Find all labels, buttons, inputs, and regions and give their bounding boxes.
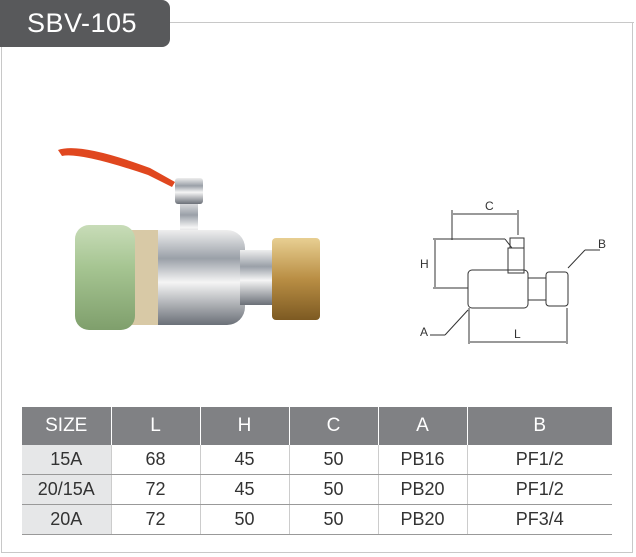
- cell-a: PB16: [377, 445, 467, 475]
- product-photo: [58, 148, 320, 330]
- cell-size: 15A: [22, 445, 111, 475]
- header-b: B: [466, 407, 612, 445]
- cell-a: PB20: [377, 504, 467, 535]
- cell-b: PF1/2: [466, 474, 612, 505]
- cell-b: PF3/4: [466, 504, 612, 535]
- cell-a: PB20: [377, 474, 467, 505]
- header-l: L: [110, 407, 200, 445]
- header-h: H: [199, 407, 289, 445]
- table-row: 20A 72 50 50 PB20 PF3/4: [22, 504, 612, 535]
- cell-l: 68: [110, 445, 200, 475]
- dimension-label-a: A: [420, 325, 428, 339]
- dimension-label-l: L: [514, 327, 521, 341]
- product-title: SBV-105: [0, 0, 170, 47]
- dimension-label-b: B: [598, 237, 606, 251]
- table-row: 20/15A 72 45 50 PB20 PF1/2: [22, 474, 612, 505]
- spec-table: SIZE L H C A B 15A 68 45 50 PB16 PF1/2 2…: [22, 407, 612, 535]
- header-a: A: [377, 407, 467, 445]
- cell-size: 20A: [22, 504, 111, 535]
- cell-h: 50: [199, 504, 289, 535]
- cell-h: 45: [199, 474, 289, 505]
- frame-divider: [170, 22, 634, 23]
- valve-handle: [58, 148, 175, 187]
- cell-h: 45: [199, 445, 289, 475]
- cell-l: 72: [110, 504, 200, 535]
- dimension-drawing: C H A B L: [420, 199, 606, 344]
- dimension-label-c: C: [485, 199, 494, 213]
- cell-l: 72: [110, 474, 200, 505]
- dimension-label-h: H: [420, 257, 429, 271]
- cell-size: 20/15A: [22, 474, 111, 505]
- header-size: SIZE: [22, 407, 111, 445]
- content-frame: [1, 22, 633, 553]
- table-row: 15A 68 45 50 PB16 PF1/2: [22, 445, 612, 475]
- table-header-row: SIZE L H C A B: [22, 407, 612, 445]
- cell-c: 50: [288, 474, 378, 505]
- header-c: C: [288, 407, 378, 445]
- cell-c: 50: [288, 504, 378, 535]
- cell-b: PF1/2: [466, 445, 612, 475]
- cell-c: 50: [288, 445, 378, 475]
